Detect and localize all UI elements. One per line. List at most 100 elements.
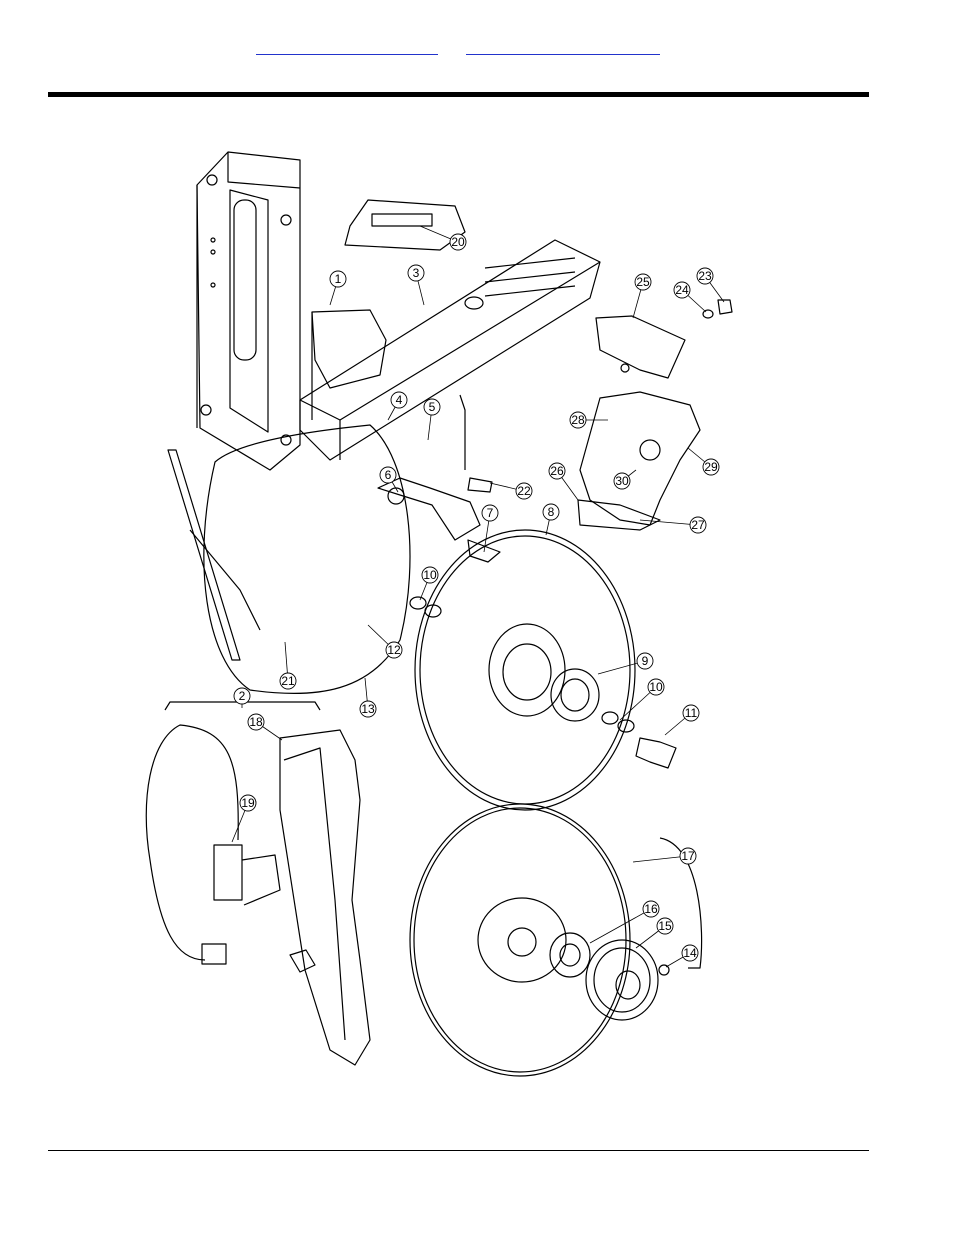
- seed-sensor-drawing: [145, 724, 316, 973]
- callout-20: 20: [419, 225, 467, 251]
- callout-label: 29: [704, 460, 718, 474]
- callout-label: 21: [281, 674, 295, 688]
- callout-circle: [247, 713, 265, 731]
- callout-circle: [636, 652, 654, 670]
- callout-label: 10: [649, 680, 663, 694]
- frame-arm-drawing: [299, 239, 601, 470]
- seed-boot-drawing: [164, 701, 371, 1066]
- callout-circle: [239, 794, 257, 812]
- callout-label: 26: [550, 464, 564, 478]
- callout-11: 11: [664, 704, 700, 736]
- callout-label: 22: [517, 484, 531, 498]
- gauge-wheel-tire-drawing: [414, 529, 636, 811]
- callout-circle: [449, 233, 467, 251]
- callout-circle: [407, 264, 425, 282]
- callout-label: 11: [685, 706, 698, 720]
- callout-7: 7: [481, 504, 499, 553]
- callout-10: 10: [619, 678, 665, 721]
- callout-14: 14: [665, 944, 699, 968]
- callout-circle: [379, 466, 397, 484]
- cover-plate-drawing: [344, 199, 466, 251]
- callout-label: 24: [675, 283, 689, 297]
- callout-label: 27: [691, 518, 705, 532]
- callout-circle: [390, 391, 408, 409]
- spring-arm-drawing: [577, 391, 701, 531]
- callout-15: 15: [635, 917, 674, 949]
- callout-16: 16: [589, 900, 660, 944]
- callout-circle: [679, 847, 697, 865]
- callout-3: 3: [407, 264, 425, 306]
- opener-disc-drawing: [409, 803, 703, 1077]
- callout-label: 19: [241, 796, 255, 810]
- callout-circle: [696, 267, 714, 285]
- callout-circle: [515, 482, 533, 500]
- callout-label: 30: [615, 474, 629, 488]
- callout-label: 6: [385, 468, 392, 482]
- callout-circle: [542, 503, 560, 521]
- callout-circle: [613, 472, 631, 490]
- callout-label: 12: [387, 643, 401, 657]
- callout-label: 2: [239, 689, 246, 703]
- callout-circle: [359, 700, 377, 718]
- callout-23: 23: [696, 267, 725, 303]
- callout-circle: [702, 458, 720, 476]
- callout-leader: [639, 519, 699, 526]
- callout-12: 12: [367, 624, 403, 659]
- callout-label: 14: [683, 946, 697, 960]
- callout-24: 24: [673, 281, 707, 313]
- callout-circle: [647, 678, 665, 696]
- callout-label: 8: [548, 505, 555, 519]
- callout-label: 1: [335, 272, 342, 286]
- callout-leader: [589, 908, 652, 944]
- callout-1: 1: [329, 270, 347, 306]
- closing-bracket-drawing: [595, 299, 733, 379]
- callout-circle: [233, 687, 251, 705]
- callout-26: 26: [548, 462, 579, 501]
- callout-label: 15: [658, 919, 672, 933]
- callout-circle: [656, 917, 674, 935]
- callout-circle: [634, 273, 652, 291]
- callout-6: 6: [379, 466, 399, 493]
- callout-circle: [481, 504, 499, 522]
- callout-4: 4: [387, 391, 408, 421]
- callout-label: 4: [396, 393, 403, 407]
- callout-5: 5: [423, 398, 441, 441]
- callout-9: 9: [597, 652, 654, 675]
- callout-22: 22: [489, 482, 533, 500]
- callout-label: 20: [451, 235, 465, 249]
- footer-rule: [48, 1150, 869, 1151]
- callout-8: 8: [542, 503, 560, 536]
- callout-label: 10: [423, 568, 437, 582]
- callout-label: 23: [698, 269, 712, 283]
- callout-circle: [642, 900, 660, 918]
- callout-label: 13: [361, 702, 375, 716]
- callout-25: 25: [632, 273, 652, 319]
- callout-19: 19: [231, 794, 257, 843]
- callout-18: 18: [247, 713, 283, 741]
- callout-circle: [279, 672, 297, 690]
- scraper-disc-drawing: [167, 424, 411, 695]
- callout-circle: [673, 281, 691, 299]
- callout-label: 18: [249, 715, 263, 729]
- callout-label: 17: [681, 849, 695, 863]
- callout-circle: [329, 270, 347, 288]
- callout-2: 2: [233, 687, 251, 708]
- nav-link-next[interactable]: [466, 38, 660, 55]
- callout-label: 3: [413, 266, 420, 280]
- callout-29: 29: [687, 447, 720, 476]
- callout-10: 10: [419, 566, 439, 601]
- parts-diagram: 1234567891010111213141516171819202122232…: [145, 151, 733, 1077]
- callout-circle: [423, 398, 441, 416]
- header-rule: [48, 92, 869, 97]
- callout-27: 27: [639, 516, 707, 534]
- callout-21: 21: [279, 641, 297, 690]
- callout-label: 5: [429, 400, 436, 414]
- callout-circle: [682, 704, 700, 722]
- callout-circle: [689, 516, 707, 534]
- callout-17: 17: [632, 847, 697, 865]
- callout-13: 13: [359, 677, 377, 718]
- callout-leader: [632, 855, 689, 863]
- callout-label: 16: [644, 902, 658, 916]
- nav-link-previous[interactable]: [256, 38, 438, 55]
